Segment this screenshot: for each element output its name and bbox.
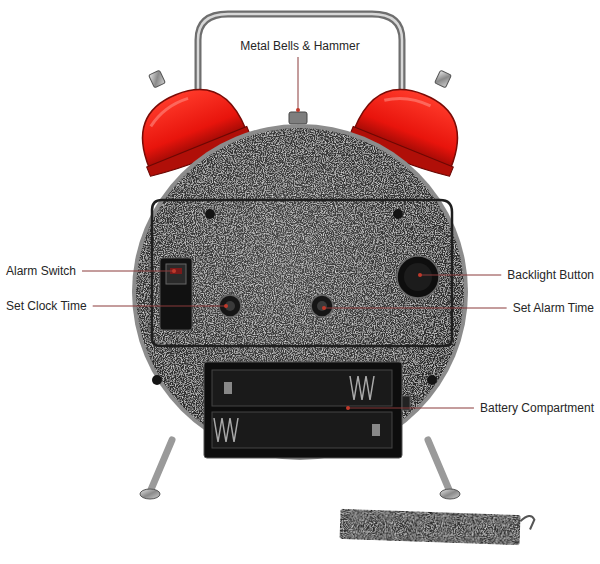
part-label: Metal Bells & Hammer xyxy=(238,39,361,53)
leader-line xyxy=(420,275,501,276)
part-label: Backlight Button xyxy=(505,268,596,282)
leader-dot xyxy=(322,306,326,310)
part-label: Alarm Switch xyxy=(4,264,78,278)
part-label: Set Clock Time xyxy=(4,299,89,313)
leader-line xyxy=(93,306,226,307)
leader-line xyxy=(82,271,174,272)
part-label: Set Alarm Time xyxy=(511,301,596,315)
leader-line xyxy=(348,408,474,409)
leader-dot xyxy=(172,269,176,273)
leader-dot xyxy=(224,304,228,308)
leader-dot xyxy=(296,108,300,112)
leader-line xyxy=(324,308,507,309)
leader-dot xyxy=(418,273,422,277)
part-label: Battery Compartment xyxy=(478,401,596,415)
leader-line xyxy=(298,57,299,110)
leader-dot xyxy=(346,406,350,410)
